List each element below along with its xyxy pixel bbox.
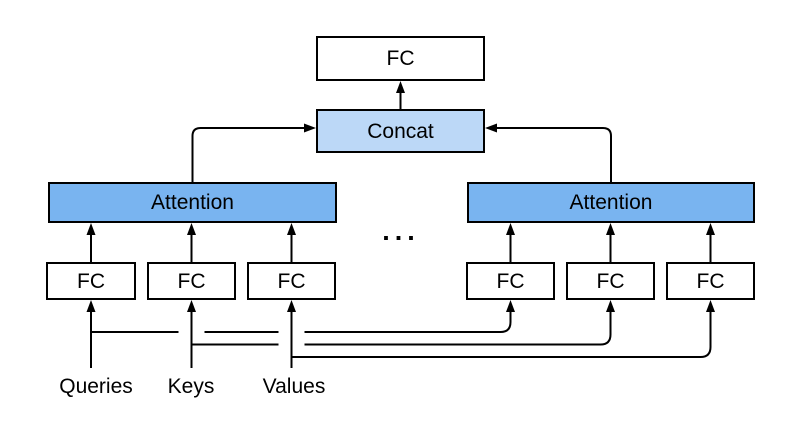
attention-box-left: Attention [48, 182, 337, 223]
fc-box-right-keys: FC [566, 262, 655, 300]
arrow-queries-to-fc-left-1 [86, 300, 96, 368]
fc-box-right-queries: FC [466, 262, 555, 300]
fc-label: FC [277, 269, 306, 293]
fc-label: FC [496, 269, 525, 293]
arrow-keys-to-fc-left-2 [187, 300, 196, 368]
values-label: Values [262, 375, 326, 398]
heads-ellipsis: ... [382, 216, 420, 246]
queries-label: Queries [59, 375, 133, 398]
arrow-attention-left-to-concat [191, 123, 316, 182]
fc-box-left-keys: FC [147, 262, 236, 300]
fc-box-left-values: FC [247, 262, 336, 300]
arrow-fc-right-1-to-attention [506, 223, 515, 262]
arrow-concat-to-output-fc [396, 81, 405, 109]
line-values-to-fc-right-3 [291, 300, 715, 358]
keys-label: Keys [167, 375, 215, 398]
fc-box-right-values: FC [666, 262, 755, 300]
concat-label: Concat [367, 119, 434, 143]
fc-label: FC [177, 269, 206, 293]
arrow-fc-right-3-to-attention [706, 223, 715, 262]
arrow-fc-left-3-to-attention [287, 223, 296, 262]
arrow-fc-right-2-to-attention [606, 223, 615, 262]
arrow-attention-right-to-concat [485, 123, 612, 182]
output-fc-label: FC [386, 47, 415, 70]
fc-box-left-queries: FC [46, 262, 136, 300]
line-queries-to-fc-right-1 [91, 300, 515, 333]
fc-label: FC [77, 269, 105, 293]
fc-label: FC [696, 269, 725, 293]
attention-box-right: Attention [467, 182, 755, 223]
fc-label: FC [596, 269, 625, 293]
attention-left-label: Attention [151, 191, 234, 214]
output-fc-box: FC [316, 36, 485, 81]
arrow-fc-left-2-to-attention [187, 223, 196, 262]
line-keys-to-fc-right-2 [191, 300, 615, 346]
arrow-values-to-fc-left-3 [287, 300, 296, 368]
attention-right-label: Attention [569, 191, 653, 214]
arrow-fc-left-1-to-attention [86, 223, 96, 262]
concat-box: Concat [316, 109, 485, 153]
